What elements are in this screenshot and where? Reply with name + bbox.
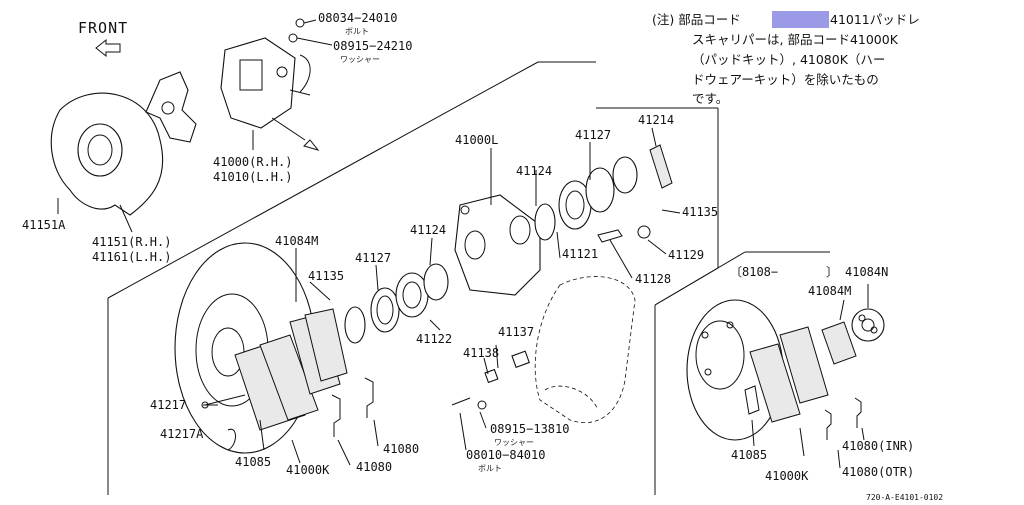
drawing-code: 720-A-E4101-0102: [866, 493, 943, 502]
note-line1-suffix: 41011パッドレ: [830, 12, 920, 27]
inset-label-41085: 41085: [731, 448, 767, 462]
inset-frame: [654, 251, 830, 306]
label-washer-sub-2: ワッシャー: [494, 438, 534, 447]
label-41135-lower: 41135: [308, 269, 344, 283]
piston-seal-set-lower: [344, 263, 449, 344]
label-41124-lower: 41124: [410, 223, 446, 237]
bleeder-screw: [597, 229, 623, 243]
label-41138: 41138: [463, 346, 499, 360]
dust-shield: [50, 92, 164, 216]
redacted-part-code: [772, 11, 829, 28]
mount-washer: [477, 400, 487, 410]
front-label: FRONT: [78, 19, 128, 37]
inset-label-41080-otr: 41080(OTR): [842, 465, 914, 479]
inset-range-label: 〔8108−: [730, 265, 778, 279]
label-41010-lh: 41010(L.H.): [213, 170, 292, 184]
label-bolt-sub-2: ボルト: [478, 464, 502, 473]
inset-label-41084n: 41084N: [845, 265, 888, 279]
bolt-icon: [295, 18, 305, 28]
label-washer-sub: ワッシャー: [340, 55, 380, 64]
label-41217a: 41217A: [160, 427, 204, 441]
label-41000-rh: 41000(R.H.): [213, 155, 292, 169]
anti-squeal-clip-b: [364, 377, 374, 418]
caliper-body: [454, 194, 541, 296]
label-41129: 41129: [668, 248, 704, 262]
front-arrow-icon: [95, 38, 121, 58]
label-41127-lower: 41127: [355, 251, 391, 265]
label-08034-24010: 08034−24010: [318, 11, 397, 25]
label-41127-upper: 41127: [575, 128, 611, 142]
label-41214: 41214: [638, 113, 674, 127]
note-line2: スキャリパーは, 部品コード41000K: [692, 32, 899, 47]
label-41217: 41217: [150, 398, 186, 412]
bleeder-cap: [637, 225, 651, 239]
note-line5: です。: [692, 91, 728, 106]
label-41161-lh: 41161(L.H.): [92, 250, 171, 264]
label-08915-24210: 08915−24210: [333, 39, 412, 53]
inset-range-close: 〕: [826, 265, 838, 279]
label-41122: 41122: [416, 332, 452, 346]
label-41124-upper: 41124: [516, 164, 552, 178]
piston-seal-set-upper: [534, 144, 673, 241]
note-line3: （パッドキット）, 41080K（ハー: [692, 52, 885, 67]
pad-pin: [204, 394, 246, 406]
label-41080-right: 41080: [383, 442, 419, 456]
inset-label-41084m: 41084M: [808, 284, 851, 298]
washer-icon: [288, 33, 298, 43]
caliper-bracket-outline: [534, 276, 636, 423]
inset-pads: [744, 326, 829, 423]
guide-pin-boot: [511, 350, 530, 368]
inset-clip-inr: [824, 409, 832, 440]
label-41121: 41121: [562, 247, 598, 261]
label-41080-left: 41080: [356, 460, 392, 474]
label-41084m: 41084M: [275, 234, 318, 248]
label-41137: 41137: [498, 325, 534, 339]
label-08010-84010: 08010−84010: [466, 448, 545, 462]
label-41000k: 41000K: [286, 463, 330, 477]
label-41085: 41085: [235, 455, 271, 469]
anti-squeal-clip-a: [331, 394, 341, 437]
pad-spring: [649, 144, 673, 189]
inset-label-41080-inr: 41080(INR): [842, 439, 914, 453]
inset-shims: [821, 308, 885, 365]
label-41135-upper: 41135: [682, 205, 718, 219]
caliper-assembly: [220, 37, 311, 129]
inset-clip-otr: [854, 397, 862, 428]
steering-knuckle: [145, 71, 197, 143]
pointer-arrow-icon: [303, 139, 320, 151]
label-08915-13810: 08915−13810: [490, 422, 569, 436]
note-line4: ドウェアーキット）を除いたもの: [692, 72, 879, 87]
label-41000l: 41000L: [455, 133, 498, 147]
label-41128: 41128: [635, 272, 671, 286]
inset-label-41000k: 41000K: [765, 469, 809, 483]
inset-rotor: [686, 299, 784, 441]
label-bolt-sub: ボルト: [345, 27, 369, 36]
label-41151a: 41151A: [22, 218, 66, 232]
note-line1-prefix: (注) 部品コード: [652, 12, 741, 27]
pin-clip: [227, 428, 236, 451]
brake-pads: [234, 308, 348, 431]
mount-bolt: [451, 397, 471, 406]
label-41151-rh: 41151(R.H.): [92, 235, 171, 249]
